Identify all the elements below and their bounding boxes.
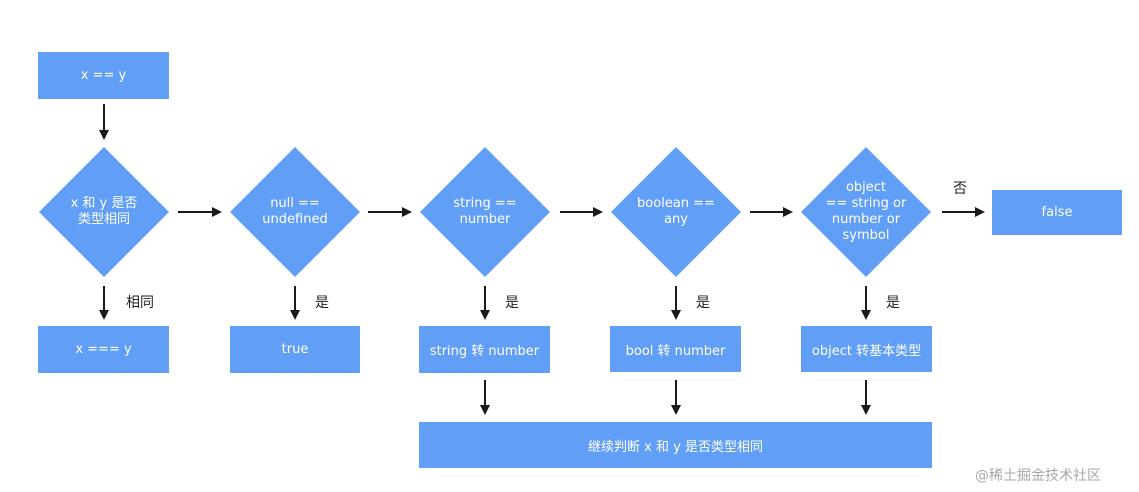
string-convert-node: string 转 number: [419, 326, 550, 373]
true-node: true: [230, 326, 360, 373]
edge-label-yes-boolean: 是: [696, 295, 710, 311]
diamond-label: string == number: [453, 196, 517, 227]
edge-label-yes-object: 是: [886, 295, 900, 311]
same-type-diamond: x 和 y 是否 类型相同: [39, 147, 169, 277]
diamond-shape: [420, 147, 550, 277]
string-number-diamond: string == number: [420, 147, 550, 277]
edge-label-yes-null: 是: [315, 295, 329, 311]
watermark: @稀土掘金技术社区: [975, 468, 1101, 484]
object-convert-node: object 转基本类型: [801, 326, 932, 372]
edge-label-same: 相同: [126, 295, 154, 311]
diamond-label: null == undefined: [262, 196, 328, 227]
start-node: x == y: [38, 52, 169, 99]
false-node: false: [992, 190, 1122, 235]
diamond-label: boolean == any: [637, 196, 715, 227]
diamond-shape: [611, 147, 741, 277]
diamond-label: object == string or number or symbol: [825, 180, 907, 243]
bool-convert-node: bool 转 number: [610, 326, 741, 372]
continue-check-node: 继续判断 x 和 y 是否类型相同: [419, 422, 932, 468]
boolean-any-diamond: boolean == any: [611, 147, 741, 277]
edge-label-yes-string: 是: [505, 295, 519, 311]
diamond-shape: [39, 147, 169, 277]
diamond-shape: [230, 147, 360, 277]
strict-equal-node: x === y: [38, 326, 169, 373]
object-check-diamond: object == string or number or symbol: [801, 147, 931, 277]
diamond-label: x 和 y 是否 类型相同: [70, 196, 138, 227]
null-undefined-diamond: null == undefined: [230, 147, 360, 277]
edge-label-no: 否: [953, 181, 967, 197]
diamond-shape: [801, 147, 931, 277]
